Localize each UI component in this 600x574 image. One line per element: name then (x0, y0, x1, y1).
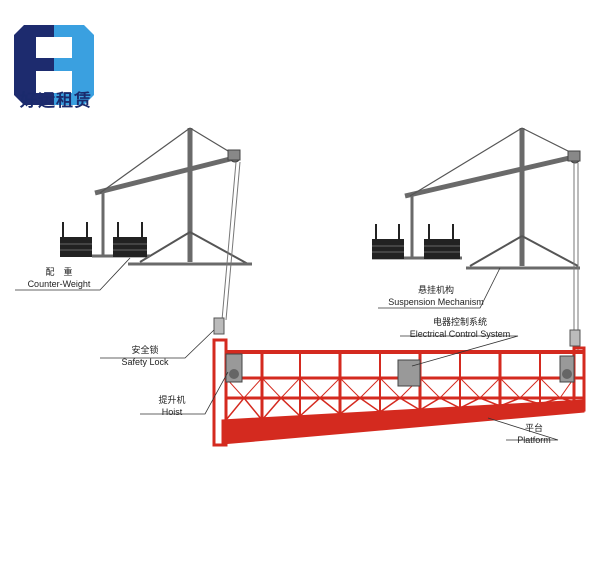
label-electrical-en: Electrical Control System (409, 329, 511, 339)
left-suspension-mechanism (92, 127, 252, 321)
right-hoist (559, 355, 575, 383)
electrical-control-box (397, 359, 421, 387)
left-safety-lock (213, 317, 225, 335)
label-counter-weight-zh: 配 重 (45, 268, 73, 278)
right-counterweight-1 (372, 224, 404, 259)
right-suspension-mechanism (372, 127, 581, 350)
label-hoist-en: Hoist (161, 407, 183, 417)
label-suspension-en: Suspension Mechanism (388, 297, 484, 307)
label-hoist: 提升机 Hoist (142, 396, 202, 418)
leader-suspension (378, 267, 501, 309)
label-electrical-zh: 电器控制系统 (432, 318, 487, 328)
leader-counter-weight (15, 257, 131, 291)
label-platform: 平台 Platform (506, 424, 562, 446)
label-platform-zh: 平台 (524, 424, 543, 434)
leader-platform (487, 417, 559, 441)
company-logo (14, 25, 94, 105)
label-hoist-zh: 提升机 (158, 396, 186, 406)
company-name: 好运租赁 (20, 91, 92, 111)
left-hoist (225, 353, 243, 383)
leader-safety-lock (100, 329, 215, 359)
left-counterweight-1 (60, 222, 92, 257)
left-counterweight-2 (113, 222, 147, 257)
label-suspension-zh: 悬挂机构 (417, 286, 454, 296)
label-safety-lock-zh: 安全锁 (131, 346, 159, 356)
label-counter-weight-en: Counter-Weight (27, 279, 91, 289)
leader-electrical (400, 335, 519, 367)
leader-hoist (140, 371, 229, 415)
right-counterweight-2 (424, 224, 460, 259)
label-platform-en: Platform (517, 435, 551, 445)
label-counter-weight: 配 重 Counter-Weight (16, 268, 102, 290)
right-safety-lock (569, 329, 581, 347)
label-safety-lock: 安全锁 Safety Lock (110, 346, 180, 368)
label-suspension-mechanism: 悬挂机构 Suspension Mechanism (380, 286, 492, 308)
label-safety-lock-en: Safety Lock (121, 357, 169, 367)
label-electrical-control: 电器控制系统 Electrical Control System (400, 318, 520, 340)
